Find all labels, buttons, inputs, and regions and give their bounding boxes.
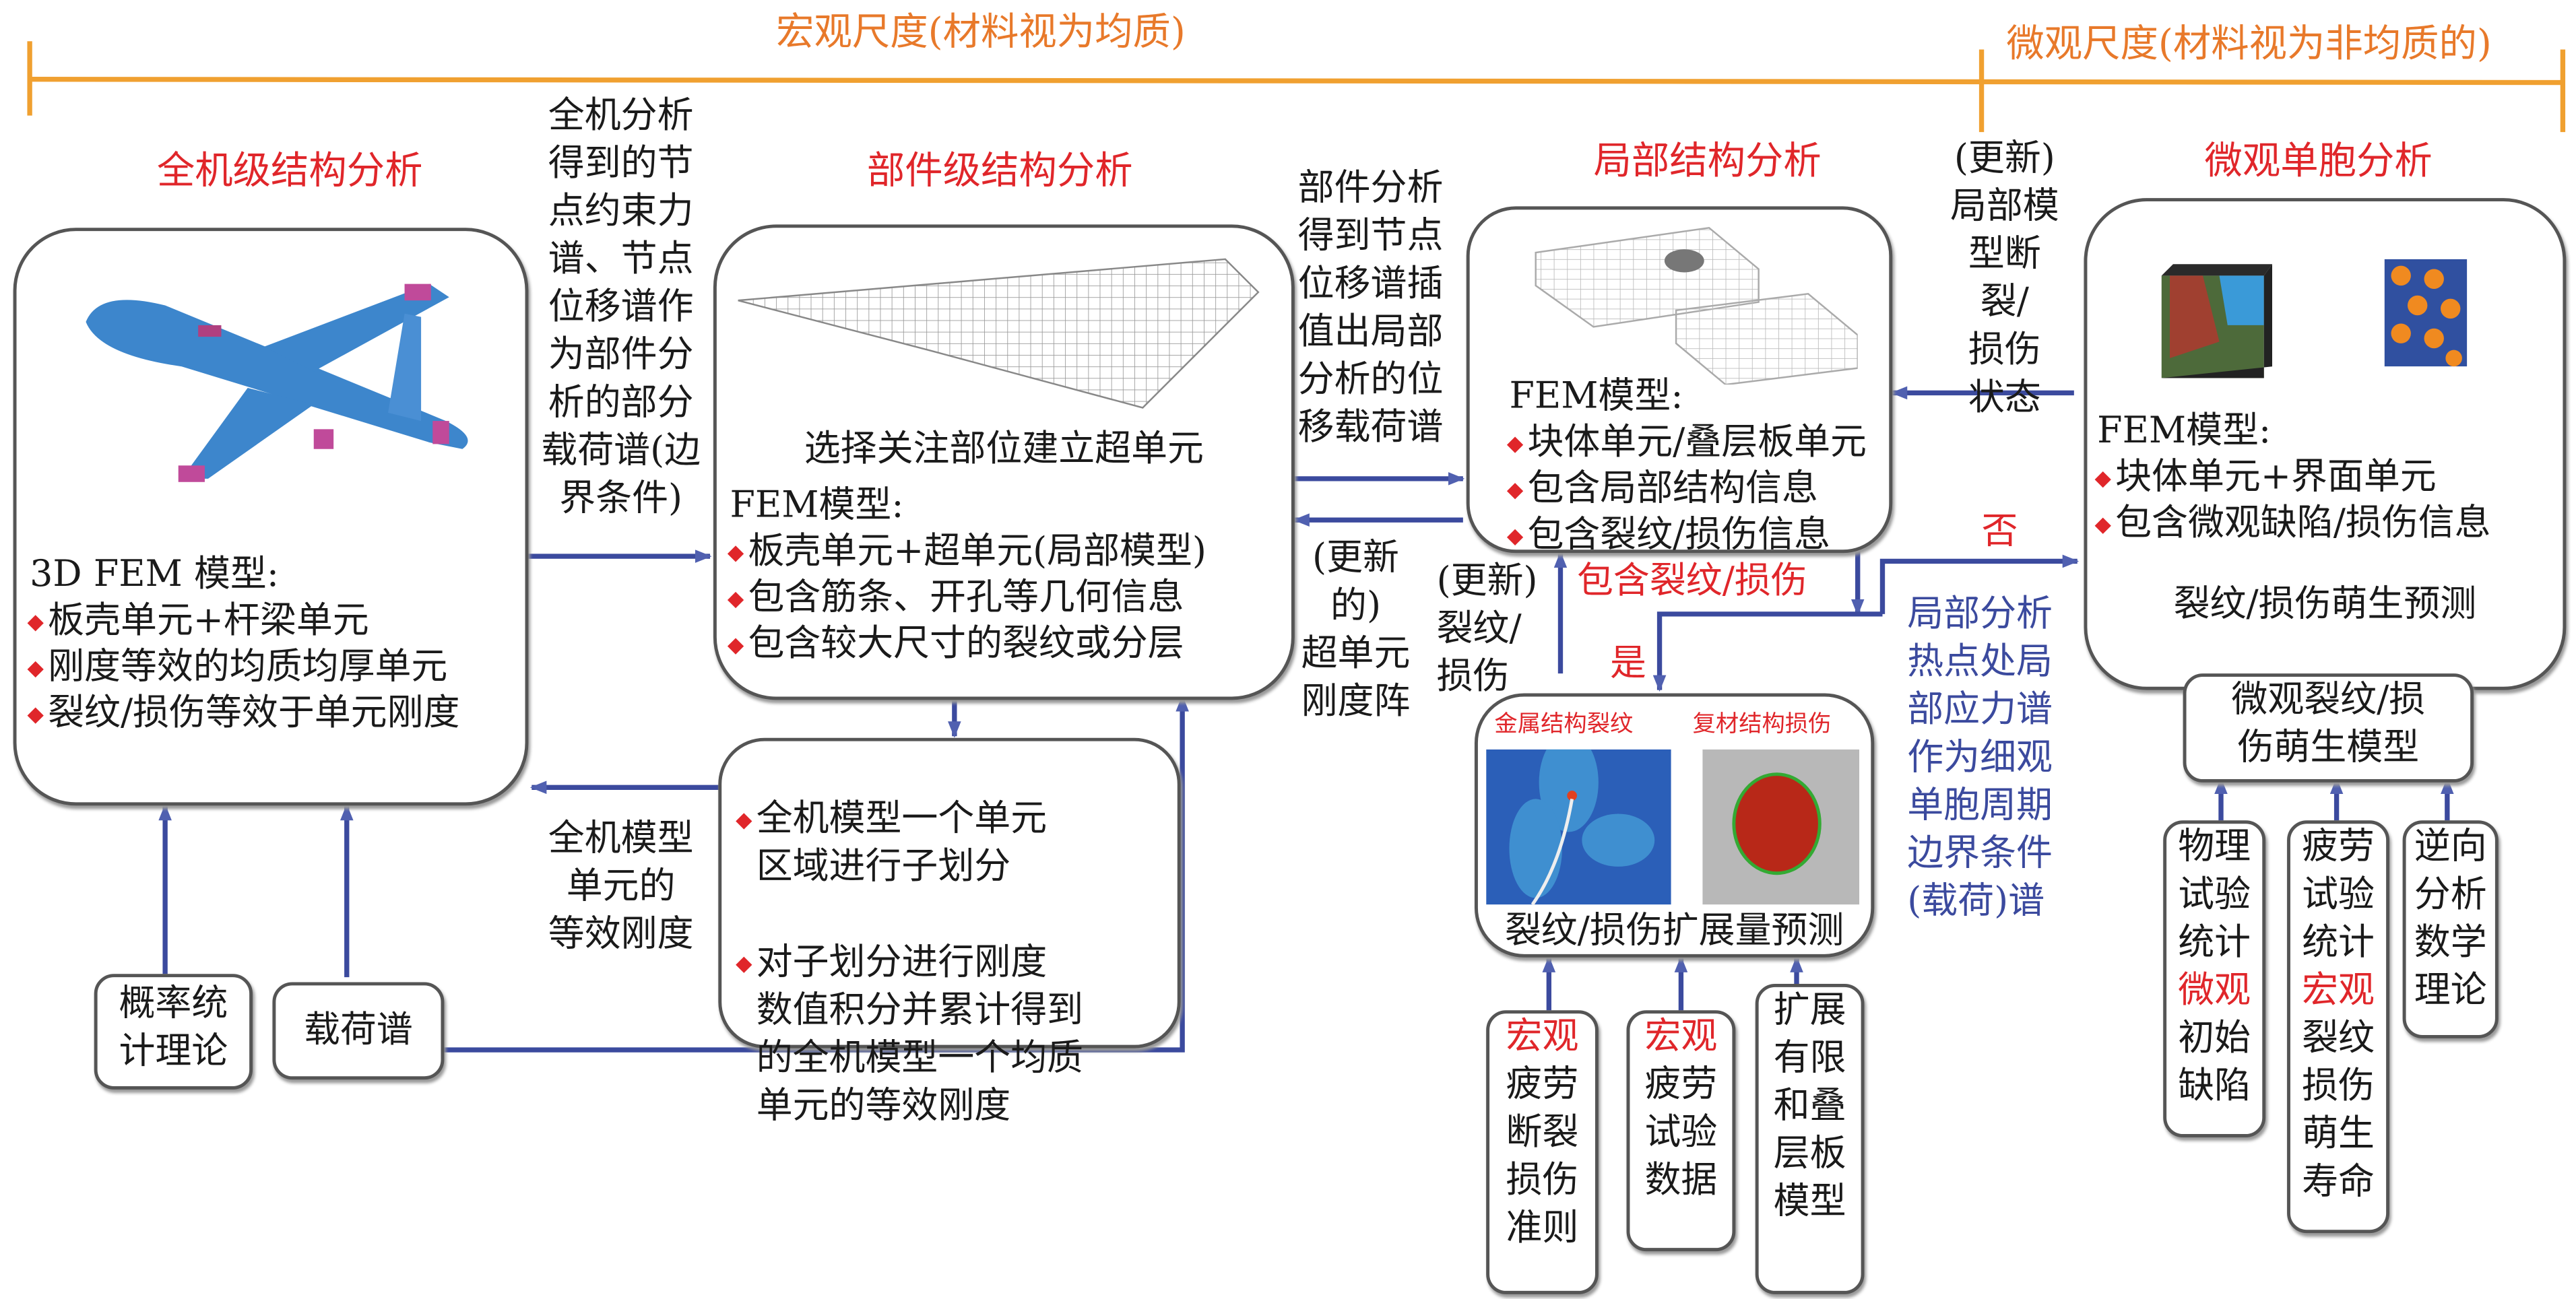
local-bullet: 块体单元/叠层板单元 <box>1506 421 1867 467</box>
crack-growth-caption: 裂纹/损伤扩展量预测 <box>1504 911 1844 953</box>
aircraft-fem-image <box>86 284 468 482</box>
diamond-bullet-icon <box>727 545 744 562</box>
macro-fatigue-test-box: 宏观 疲劳 试验 数据 <box>1626 1010 1736 1252</box>
physical-test-stats-box: 物理 试验 统计 微观 初始 缺陷 <box>2163 820 2266 1137</box>
aircraft-bullet: 刚度等效的均质均厚单元 <box>27 645 459 692</box>
component-bullet: 包含较大尺寸的裂纹或分层 <box>727 622 1206 669</box>
hotspot-stress-label: 局部分析 热点处局 部应力谱 作为细观 单胞周期 边界条件 (载荷)谱 <box>1907 594 2053 923</box>
updated-crack-label: (更新) 裂纹/ 损伤 <box>1436 561 1538 698</box>
load-spectrum-box: 载荷谱 <box>272 982 445 1080</box>
component-model-label: FEM模型: <box>730 485 904 527</box>
component-analysis-title: 部件级结构分析 <box>866 150 1133 193</box>
local-analysis-title: 局部结构分析 <box>1593 140 1822 184</box>
metal-crack-image <box>1486 749 1671 905</box>
xfem-laminate-model-box: 扩展 有限 和叠 层板 模型 <box>1755 983 1865 1294</box>
local-model-label: FEM模型: <box>1509 376 1683 418</box>
arrow-yes-to-growth <box>1652 611 1883 692</box>
metal-crack-label: 金属结构裂纹 <box>1494 711 1634 738</box>
local-analysis-box: FEM模型: 块体单元/叠层板单元 包含局部结构信息 包含裂纹/损伤信息 <box>1466 206 1893 556</box>
contains-crack-decision: 包含裂纹/损伤 <box>1576 561 1807 603</box>
diamond-bullet-icon <box>1506 481 1524 499</box>
local-bullet: 包含裂纹/损伤信息 <box>1506 513 1867 560</box>
micro-cell-box: FEM模型: 块体单元+界面单元 包含微观缺陷/损伤信息 裂纹/损伤萌生预测 <box>2084 198 2567 690</box>
aircraft-analysis-box: 3D FEM 模型: 板壳单元+杆梁单元 刚度等效的均质均厚单元 裂纹/损伤等效… <box>13 228 529 806</box>
substructure-bullet: 对子划分进行刚度 数值积分并累计得到 的全机模型一个均质 单元的等效刚度 <box>736 939 1083 1131</box>
micro-cell-title: 微观单胞分析 <box>2204 140 2433 184</box>
inverse-analysis-box: 逆向 分析 数学 理论 <box>2402 820 2499 1038</box>
local-mesh-image <box>1535 226 1858 385</box>
crack-growth-box: 金属结构裂纹 复材结构损伤 裂纹/损伤扩展量预测 <box>1475 693 1875 958</box>
micro-bullet: 块体单元+界面单元 <box>2094 456 2490 502</box>
composite-damage-image <box>1702 749 1860 905</box>
updated-superelement-label: (更新的) 超单元 刚度阵 <box>1301 538 1411 723</box>
macro-fracture-criterion-box: 宏观 疲劳 断裂 损伤 准则 <box>1486 1010 1599 1294</box>
decision-yes-label: 是 <box>1610 644 1646 686</box>
micro-scale-label: 微观尺度(材料视为非均质的) <box>2006 23 2492 67</box>
diamond-bullet-icon <box>736 812 752 829</box>
composite-damage-label: 复材结构损伤 <box>1692 711 1832 738</box>
aircraft-to-component-label: 全机分析 得到的节 点约束力 谱、节点 位移谱作 为部件分 析的部分 载荷谱(边… <box>541 96 701 521</box>
fatigue-test-stats-box: 疲劳 试验 统计 宏观 裂纹 损伤 萌生 寿命 <box>2287 820 2390 1234</box>
aircraft-bullet: 板壳单元+杆梁单元 <box>27 599 459 646</box>
substructure-bullet: 全机模型一个单元 区域进行子划分 <box>736 796 1083 892</box>
fiber-matrix-image <box>2384 259 2468 367</box>
substructure-box: 全机模型一个单元 区域进行子划分 对子划分进行刚度 数值积分并累计得到 的全机模… <box>718 737 1181 1127</box>
diamond-bullet-icon <box>2094 470 2111 488</box>
aircraft-model-label: 3D FEM 模型: <box>30 554 280 596</box>
updated-local-label: (更新) 局部模 型断裂/ 损伤 状态 <box>1950 138 2059 420</box>
component-analysis-box: 选择关注部位建立超单元 FEM模型: 板壳单元+超单元(局部模型) 包含筋条、开… <box>713 224 1295 700</box>
diamond-bullet-icon <box>727 591 744 607</box>
aircraft-analysis-title: 全机级结构分析 <box>156 150 423 193</box>
aircraft-bullet: 裂纹/损伤等效于单元刚度 <box>27 692 459 738</box>
diamond-bullet-icon <box>1506 436 1524 453</box>
local-bullet: 包含局部结构信息 <box>1506 467 1867 514</box>
diamond-bullet-icon <box>27 706 44 723</box>
diamond-bullet-icon <box>27 614 44 631</box>
component-to-local-label: 部件分析 得到节点 位移谱插 值出局部 分析的位 移载荷谱 <box>1297 168 1444 449</box>
equivalent-stiffness-label: 全机模型 单元的 等效刚度 <box>548 818 694 956</box>
probability-theory-box: 概率统 计理论 <box>94 974 253 1090</box>
polycrystal-cube-image <box>2161 264 2272 378</box>
diamond-bullet-icon <box>727 637 744 654</box>
decision-no-label: 否 <box>1981 511 2018 554</box>
component-caption: 选择关注部位建立超单元 <box>804 429 1204 471</box>
wing-mesh-image <box>738 258 1260 409</box>
micro-model-label: FEM模型: <box>2097 411 2272 453</box>
diamond-bullet-icon <box>2094 517 2111 533</box>
component-bullet: 板壳单元+超单元(局部模型) <box>727 530 1206 576</box>
diamond-bullet-icon <box>1506 528 1524 545</box>
micro-bullet: 包含微观缺陷/损伤信息 <box>2094 502 2491 548</box>
diamond-bullet-icon <box>736 956 752 972</box>
initiation-prediction-caption: 裂纹/损伤萌生预测 <box>2173 584 2477 626</box>
component-bullet: 包含筋条、开孔等几何信息 <box>727 576 1206 623</box>
macro-scale-label: 宏观尺度(材料视为均质) <box>776 11 1186 55</box>
micro-crack-initiation-model-box: 微观裂纹/损 伤萌生模型 <box>2183 673 2474 782</box>
diamond-bullet-icon <box>27 660 44 677</box>
